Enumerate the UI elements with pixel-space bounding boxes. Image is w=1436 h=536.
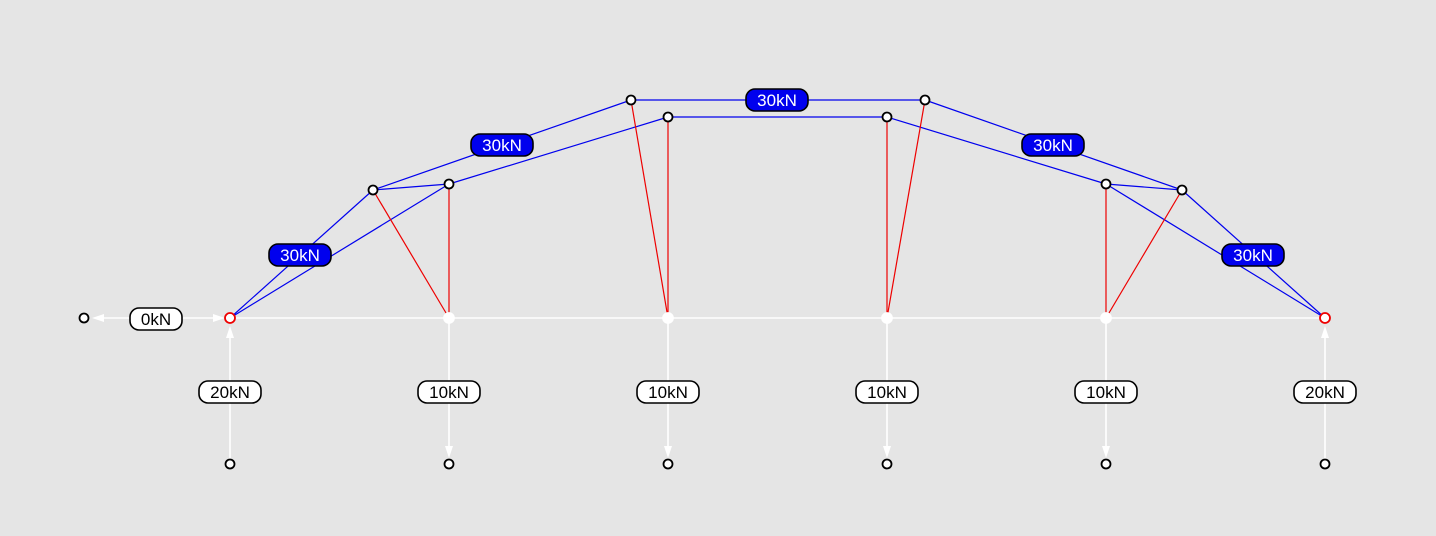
arch-node [625, 94, 637, 106]
label-text: 20kN [210, 383, 250, 402]
arrow-left-icon [92, 314, 104, 322]
reaction-label-right: 20kN [1293, 380, 1357, 404]
force-label-right-lower: 30kN [1221, 243, 1285, 267]
load-label-4: 10kN [1074, 380, 1138, 404]
tension-hanger [1105, 189, 1183, 319]
tension-hanger [630, 99, 669, 319]
label-box [1021, 133, 1085, 157]
compression-member [1105, 183, 1326, 319]
load-label-2: 10kN [636, 380, 700, 404]
load-arrows [92, 314, 1329, 464]
load-origin-node [1100, 458, 1112, 470]
force-label-left-lower: 30kN [268, 243, 332, 267]
arrow-down-icon [1102, 446, 1110, 458]
label-box [636, 380, 700, 404]
truss-members [229, 99, 1326, 319]
truss-nodes [78, 94, 1331, 470]
tension-hanger [886, 99, 926, 319]
arch-node [367, 184, 379, 196]
label-box [470, 133, 534, 157]
label-box [417, 380, 481, 404]
arch-node [443, 178, 455, 190]
arch-node [919, 94, 931, 106]
compression-member [229, 183, 450, 319]
label-box [745, 88, 809, 112]
tension-hanger [372, 189, 450, 319]
load-origin-node [224, 458, 236, 470]
label-text: 30kN [280, 246, 320, 265]
support-node-right [1319, 312, 1331, 324]
arrow-down-icon [883, 446, 891, 458]
support-node-left [224, 312, 236, 324]
force-label-top: 30kN [745, 88, 809, 112]
arrow-up-icon [226, 326, 234, 338]
load-origin-node [662, 458, 674, 470]
arrow-up-icon [1321, 326, 1329, 338]
compression-member [372, 183, 450, 191]
label-text: 30kN [757, 91, 797, 110]
load-label-1: 10kN [417, 380, 481, 404]
force-labels: 0kN 20kN 10kN 10kN 10kN 10kN 20kN 30kN 30kN 30kN 3… [129, 88, 1357, 404]
force-label-left-upper: 30kN [470, 133, 534, 157]
label-box [1074, 380, 1138, 404]
label-box [198, 380, 262, 404]
label-box [1221, 243, 1285, 267]
arch-node [1100, 178, 1112, 190]
arrow-down-icon [445, 446, 453, 458]
load-origin-node [1319, 458, 1331, 470]
label-text: 0kN [141, 310, 171, 329]
load-origin-node [881, 458, 893, 470]
load-origin-node [443, 458, 455, 470]
compression-member [448, 116, 669, 185]
compression-member [1105, 183, 1183, 191]
label-text: 30kN [482, 136, 522, 155]
reaction-label-left: 20kN [198, 380, 262, 404]
label-text: 10kN [429, 383, 469, 402]
label-text: 20kN [1305, 383, 1345, 402]
label-box [129, 307, 183, 331]
compression-member [886, 116, 1107, 185]
arrow-down-icon [664, 446, 672, 458]
label-text: 30kN [1233, 246, 1273, 265]
load-label-3: 10kN [855, 380, 919, 404]
label-text: 10kN [1086, 383, 1126, 402]
deck-node [881, 312, 893, 324]
deck-node [443, 312, 455, 324]
label-box [1293, 380, 1357, 404]
force-label-right-upper: 30kN [1021, 133, 1085, 157]
label-box [268, 243, 332, 267]
deck-node [1100, 312, 1112, 324]
anchor-node [78, 312, 90, 324]
label-text: 30kN [1033, 136, 1073, 155]
horizontal-reaction-label: 0kN [129, 307, 183, 331]
arch-node [1176, 184, 1188, 196]
label-box [855, 380, 919, 404]
label-text: 10kN [867, 383, 907, 402]
arch-node [881, 111, 893, 123]
arch-node [662, 111, 674, 123]
label-text: 10kN [648, 383, 688, 402]
deck-node [662, 312, 674, 324]
arrow-right-icon [213, 314, 225, 322]
